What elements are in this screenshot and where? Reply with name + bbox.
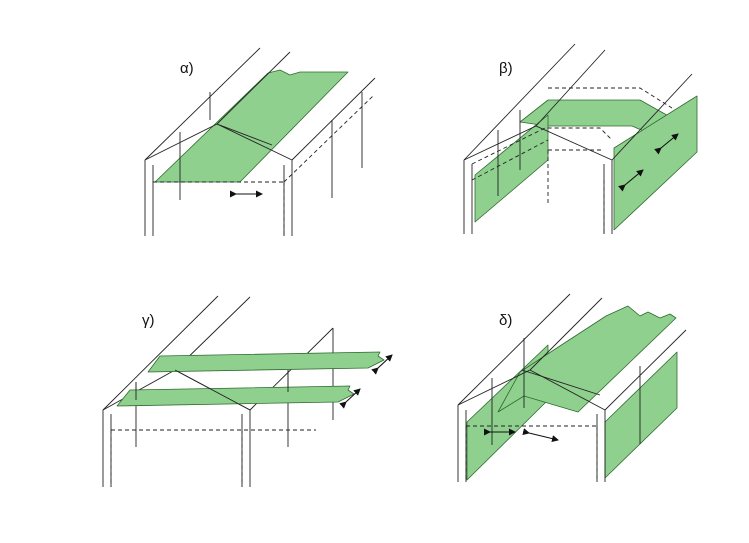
- panel-d-arrow-right: [522, 428, 559, 442]
- panel-c-arrow-upper: [371, 354, 393, 375]
- panel-d-label: δ): [499, 312, 512, 329]
- panel-c: γ): [102, 295, 393, 487]
- panel-d: δ): [457, 293, 687, 482]
- panel-d-roof-panel: [497, 305, 677, 413]
- panel-d-frame: [457, 293, 687, 482]
- panel-a-frame: [144, 47, 376, 236]
- panel-c-frame-over: [135, 369, 289, 411]
- panel-b-arrow-lower: [618, 169, 644, 192]
- panel-b-arrow-upper: [654, 133, 679, 155]
- panel-b: β): [463, 43, 698, 234]
- panel-c-lower-strip: [116, 385, 355, 407]
- panel-a: α): [144, 47, 376, 236]
- panel-b-frame: [463, 43, 693, 234]
- panel-b-right-wall-panel: [613, 95, 698, 231]
- panel-a-label: α): [180, 60, 194, 77]
- panel-b-left-wall-panel: [474, 114, 549, 223]
- panel-b-label: β): [499, 60, 513, 77]
- panel-c-upper-strip: [147, 351, 385, 373]
- panel-a-roof-panel: [154, 69, 349, 183]
- panel-c-label: γ): [142, 312, 155, 329]
- panel-c-arrow-lower: [339, 388, 361, 409]
